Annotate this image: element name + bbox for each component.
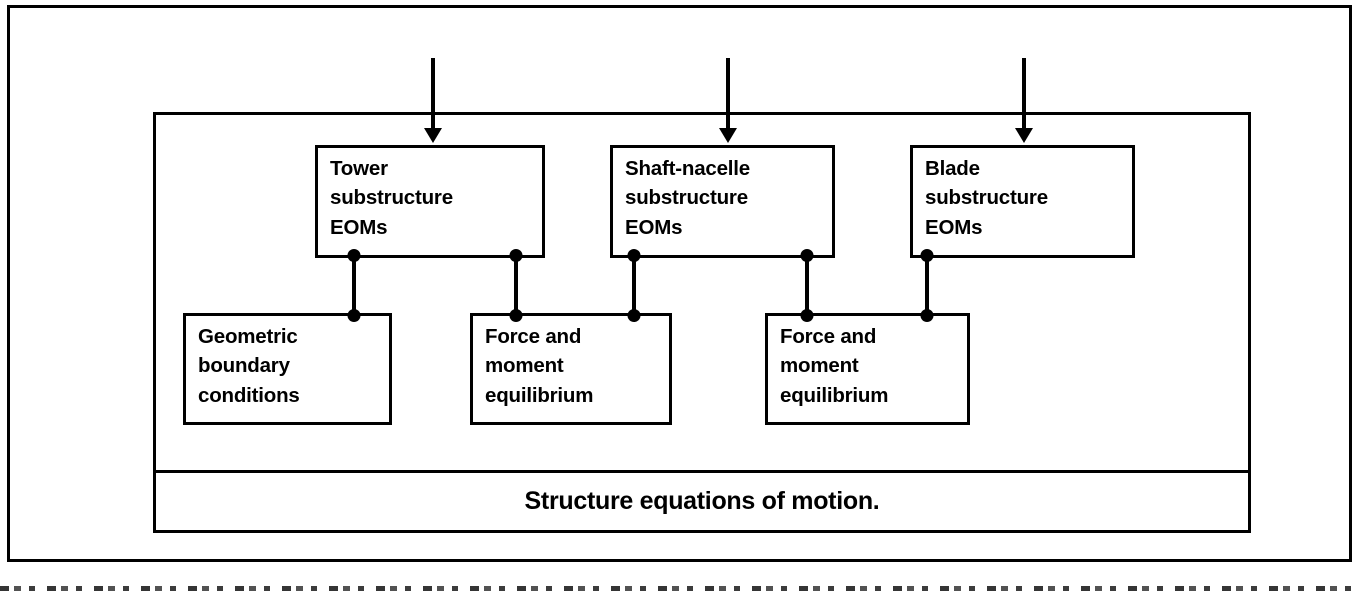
node-line: substructure bbox=[925, 186, 1048, 210]
node-tower-substructure-eoms[interactable]: Tower substructure EOMs bbox=[315, 145, 545, 258]
node-line: boundary bbox=[198, 354, 290, 378]
node-line: Tower bbox=[330, 157, 388, 180]
connector-dot bbox=[509, 249, 523, 262]
connector-dot bbox=[920, 249, 934, 262]
node-line: EOMs bbox=[330, 215, 388, 239]
connector-shaft-nacelle-to-force-2 bbox=[800, 249, 814, 322]
connector-dot bbox=[347, 249, 361, 262]
node-line: equilibrium bbox=[485, 383, 594, 407]
input-arrow-tower bbox=[431, 58, 435, 130]
connector-tower-to-force-1 bbox=[509, 249, 523, 322]
connector-blade-to-force-2 bbox=[920, 249, 934, 322]
connector-shaft-nacelle-to-force-1 bbox=[627, 249, 641, 322]
figure-caption-text: Structure equations of motion. bbox=[524, 487, 880, 515]
node-line: Shaft-nacelle bbox=[625, 157, 750, 180]
input-arrow-shaft-nacelle bbox=[726, 58, 730, 130]
node-blade-substructure-eoms[interactable]: Blade substructure EOMs bbox=[910, 145, 1135, 258]
node-line: conditions bbox=[198, 383, 300, 407]
node-line: moment bbox=[780, 354, 859, 378]
connector-dot bbox=[627, 309, 641, 322]
node-line: Force and bbox=[485, 325, 582, 348]
scan-artifact-strip bbox=[0, 586, 1359, 591]
node-shaft-nacelle-substructure-eoms[interactable]: Shaft-nacelle substructure EOMs bbox=[610, 145, 835, 258]
connector-dot bbox=[509, 309, 523, 322]
connector-dot bbox=[347, 309, 361, 322]
connector-dot bbox=[800, 309, 814, 322]
node-force-and-moment-equilibrium-2[interactable]: Force and moment equilibrium bbox=[765, 313, 970, 425]
node-line: EOMs bbox=[625, 215, 683, 239]
node-line: Force and bbox=[780, 325, 877, 348]
connector-dot bbox=[800, 249, 814, 262]
node-line: substructure bbox=[625, 186, 748, 210]
node-line: Geometric bbox=[198, 325, 298, 348]
connector-dot bbox=[627, 249, 641, 262]
connector-dot bbox=[920, 309, 934, 322]
node-force-and-moment-equilibrium-1[interactable]: Force and moment equilibrium bbox=[470, 313, 672, 425]
node-line: equilibrium bbox=[780, 383, 889, 407]
input-arrow-blade bbox=[1022, 58, 1026, 130]
node-line: moment bbox=[485, 354, 564, 378]
node-geometric-boundary-conditions[interactable]: Geometric boundary conditions bbox=[183, 313, 392, 425]
node-line: Blade bbox=[925, 157, 980, 180]
node-line: EOMs bbox=[925, 215, 983, 239]
node-line: substructure bbox=[330, 186, 453, 210]
connector-tower-to-geometric bbox=[347, 249, 361, 322]
figure-caption-band: Structure equations of motion. bbox=[153, 470, 1251, 533]
outer-figure-frame bbox=[7, 5, 1352, 562]
